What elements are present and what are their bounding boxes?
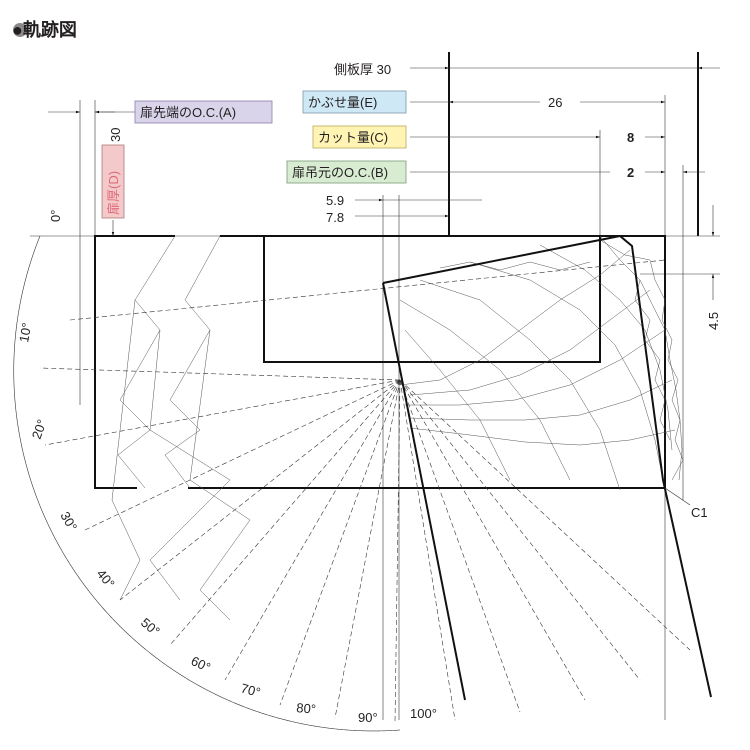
side-plate — [448, 52, 699, 236]
dim-7-8-label: 7.8 — [326, 210, 344, 225]
cut-c-value: 8 — [627, 130, 634, 145]
angle-label-100: 100° — [410, 706, 437, 721]
door-closed — [94, 235, 666, 489]
overlay-e-value: 26 — [548, 95, 562, 110]
side-plate-label: 側板厚 30 — [334, 62, 391, 77]
label-small-dims: 5.9 7.8 4.5 C1 — [326, 193, 721, 520]
dim-4-5-label: 4.5 — [706, 312, 721, 330]
label-side-plate: 側板厚 30 — [334, 62, 391, 77]
angle-label-10: 10° — [16, 322, 34, 344]
angle-labels: 0° 10° 20° 30° 40° 50° 60° 70° 80° 90° 1… — [16, 210, 437, 725]
hinge-oc-value: 2 — [627, 165, 634, 180]
angle-label-20: 20° — [29, 417, 50, 441]
angle-label-70: 70° — [239, 680, 262, 700]
dimension-arrows — [48, 66, 720, 300]
angle-label-80: 80° — [296, 700, 317, 717]
door-open-outline — [382, 234, 712, 701]
hinge-oc-label: 扉吊元のO.C.(B) — [292, 165, 388, 180]
angle-rays — [39, 259, 691, 723]
angle-arc — [13, 235, 401, 732]
tip-oc-label: 扉先端のO.C.(A) — [140, 105, 236, 120]
diagram-title: ●軌跡図 — [12, 19, 77, 40]
overlay-e-label: かぶせ量(E) — [308, 95, 377, 110]
angle-label-60: 60° — [189, 653, 213, 675]
label-tip-oc: 扉先端のO.C.(A) — [134, 100, 273, 124]
dim-5-9-label: 5.9 — [326, 193, 344, 208]
label-door-thickness: 扉厚(D) 30 — [101, 128, 125, 219]
door-thickness-label: 扉厚(D) — [106, 171, 121, 215]
angle-label-30: 30° — [57, 509, 80, 534]
trajectory-traces — [399, 235, 684, 491]
break-lines — [111, 235, 251, 621]
reference-lines — [30, 95, 720, 720]
angle-label-90: 90° — [358, 710, 378, 725]
label-hinge-oc: 扉吊元のO.C.(B) 2 — [286, 160, 634, 184]
angle-label-0: 0° — [48, 210, 63, 222]
c1-label: C1 — [691, 505, 708, 520]
angle-label-40: 40° — [94, 566, 118, 591]
title-bullet-icon — [13, 23, 27, 37]
cut-c-label: カット量(C) — [318, 130, 388, 145]
label-overlay-e: かぶせ量(E) 26 — [302, 90, 562, 114]
door-thickness-value: 30 — [108, 128, 123, 142]
label-cut-c: カット量(C) 8 — [312, 125, 634, 149]
angle-label-50: 50° — [138, 615, 163, 639]
